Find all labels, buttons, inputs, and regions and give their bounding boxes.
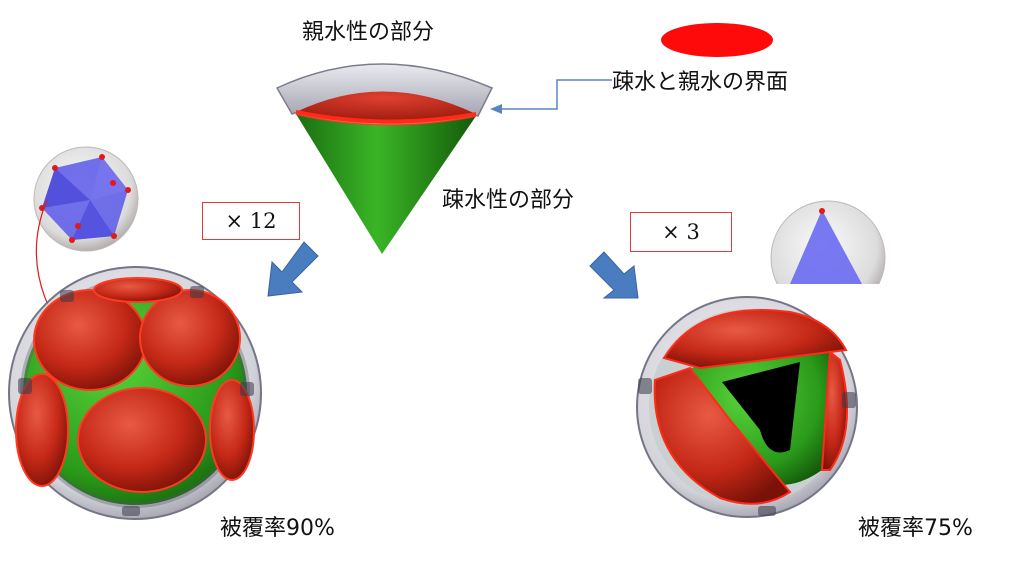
multiplier-right-box: × 3: [630, 212, 732, 252]
sphere-90-model: [8, 266, 262, 520]
interface-pointer-arrow: [490, 79, 612, 114]
coverage-right-label: 被覆率75%: [858, 516, 973, 541]
tetrahedron-icon: [770, 200, 886, 284]
hydrophilic-label: 親水性の部分: [302, 20, 435, 45]
icosahedron-icon: [33, 146, 139, 252]
arrow-left-down: [267, 241, 319, 297]
interface-label: 疎水と親水の界面: [612, 70, 789, 95]
multiplier-left-box: × 12: [202, 202, 300, 240]
sphere-75-model: [636, 296, 858, 518]
hydrophobic-label: 疎水性の部分: [442, 188, 575, 213]
arrow-right-down: [589, 251, 639, 299]
cone-model: [275, 63, 494, 254]
coverage-left-label: 被覆率90%: [220, 516, 335, 541]
interface-ellipse-icon: [661, 23, 773, 57]
